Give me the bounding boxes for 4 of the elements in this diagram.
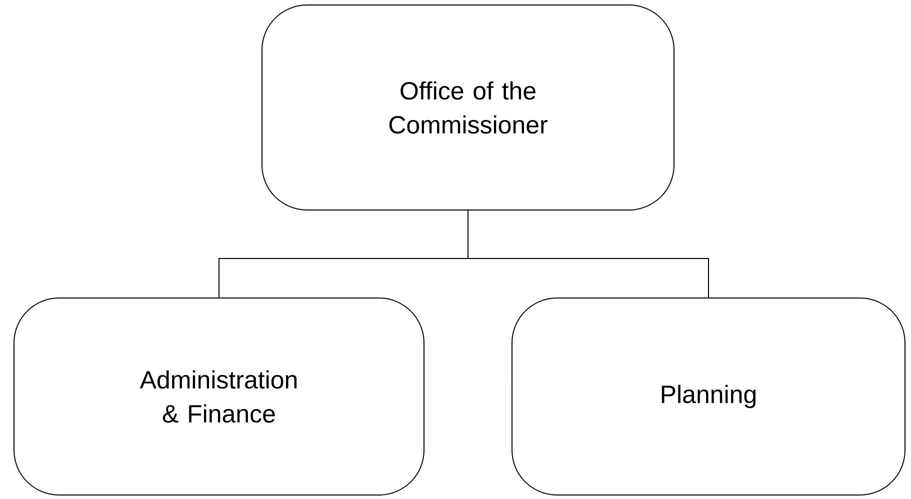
org-box: Planning: [512, 298, 906, 496]
org-box: Office of the Commissioner: [262, 4, 674, 210]
connector-line: [468, 210, 709, 298]
org-box: Administration & Finance: [14, 298, 424, 496]
